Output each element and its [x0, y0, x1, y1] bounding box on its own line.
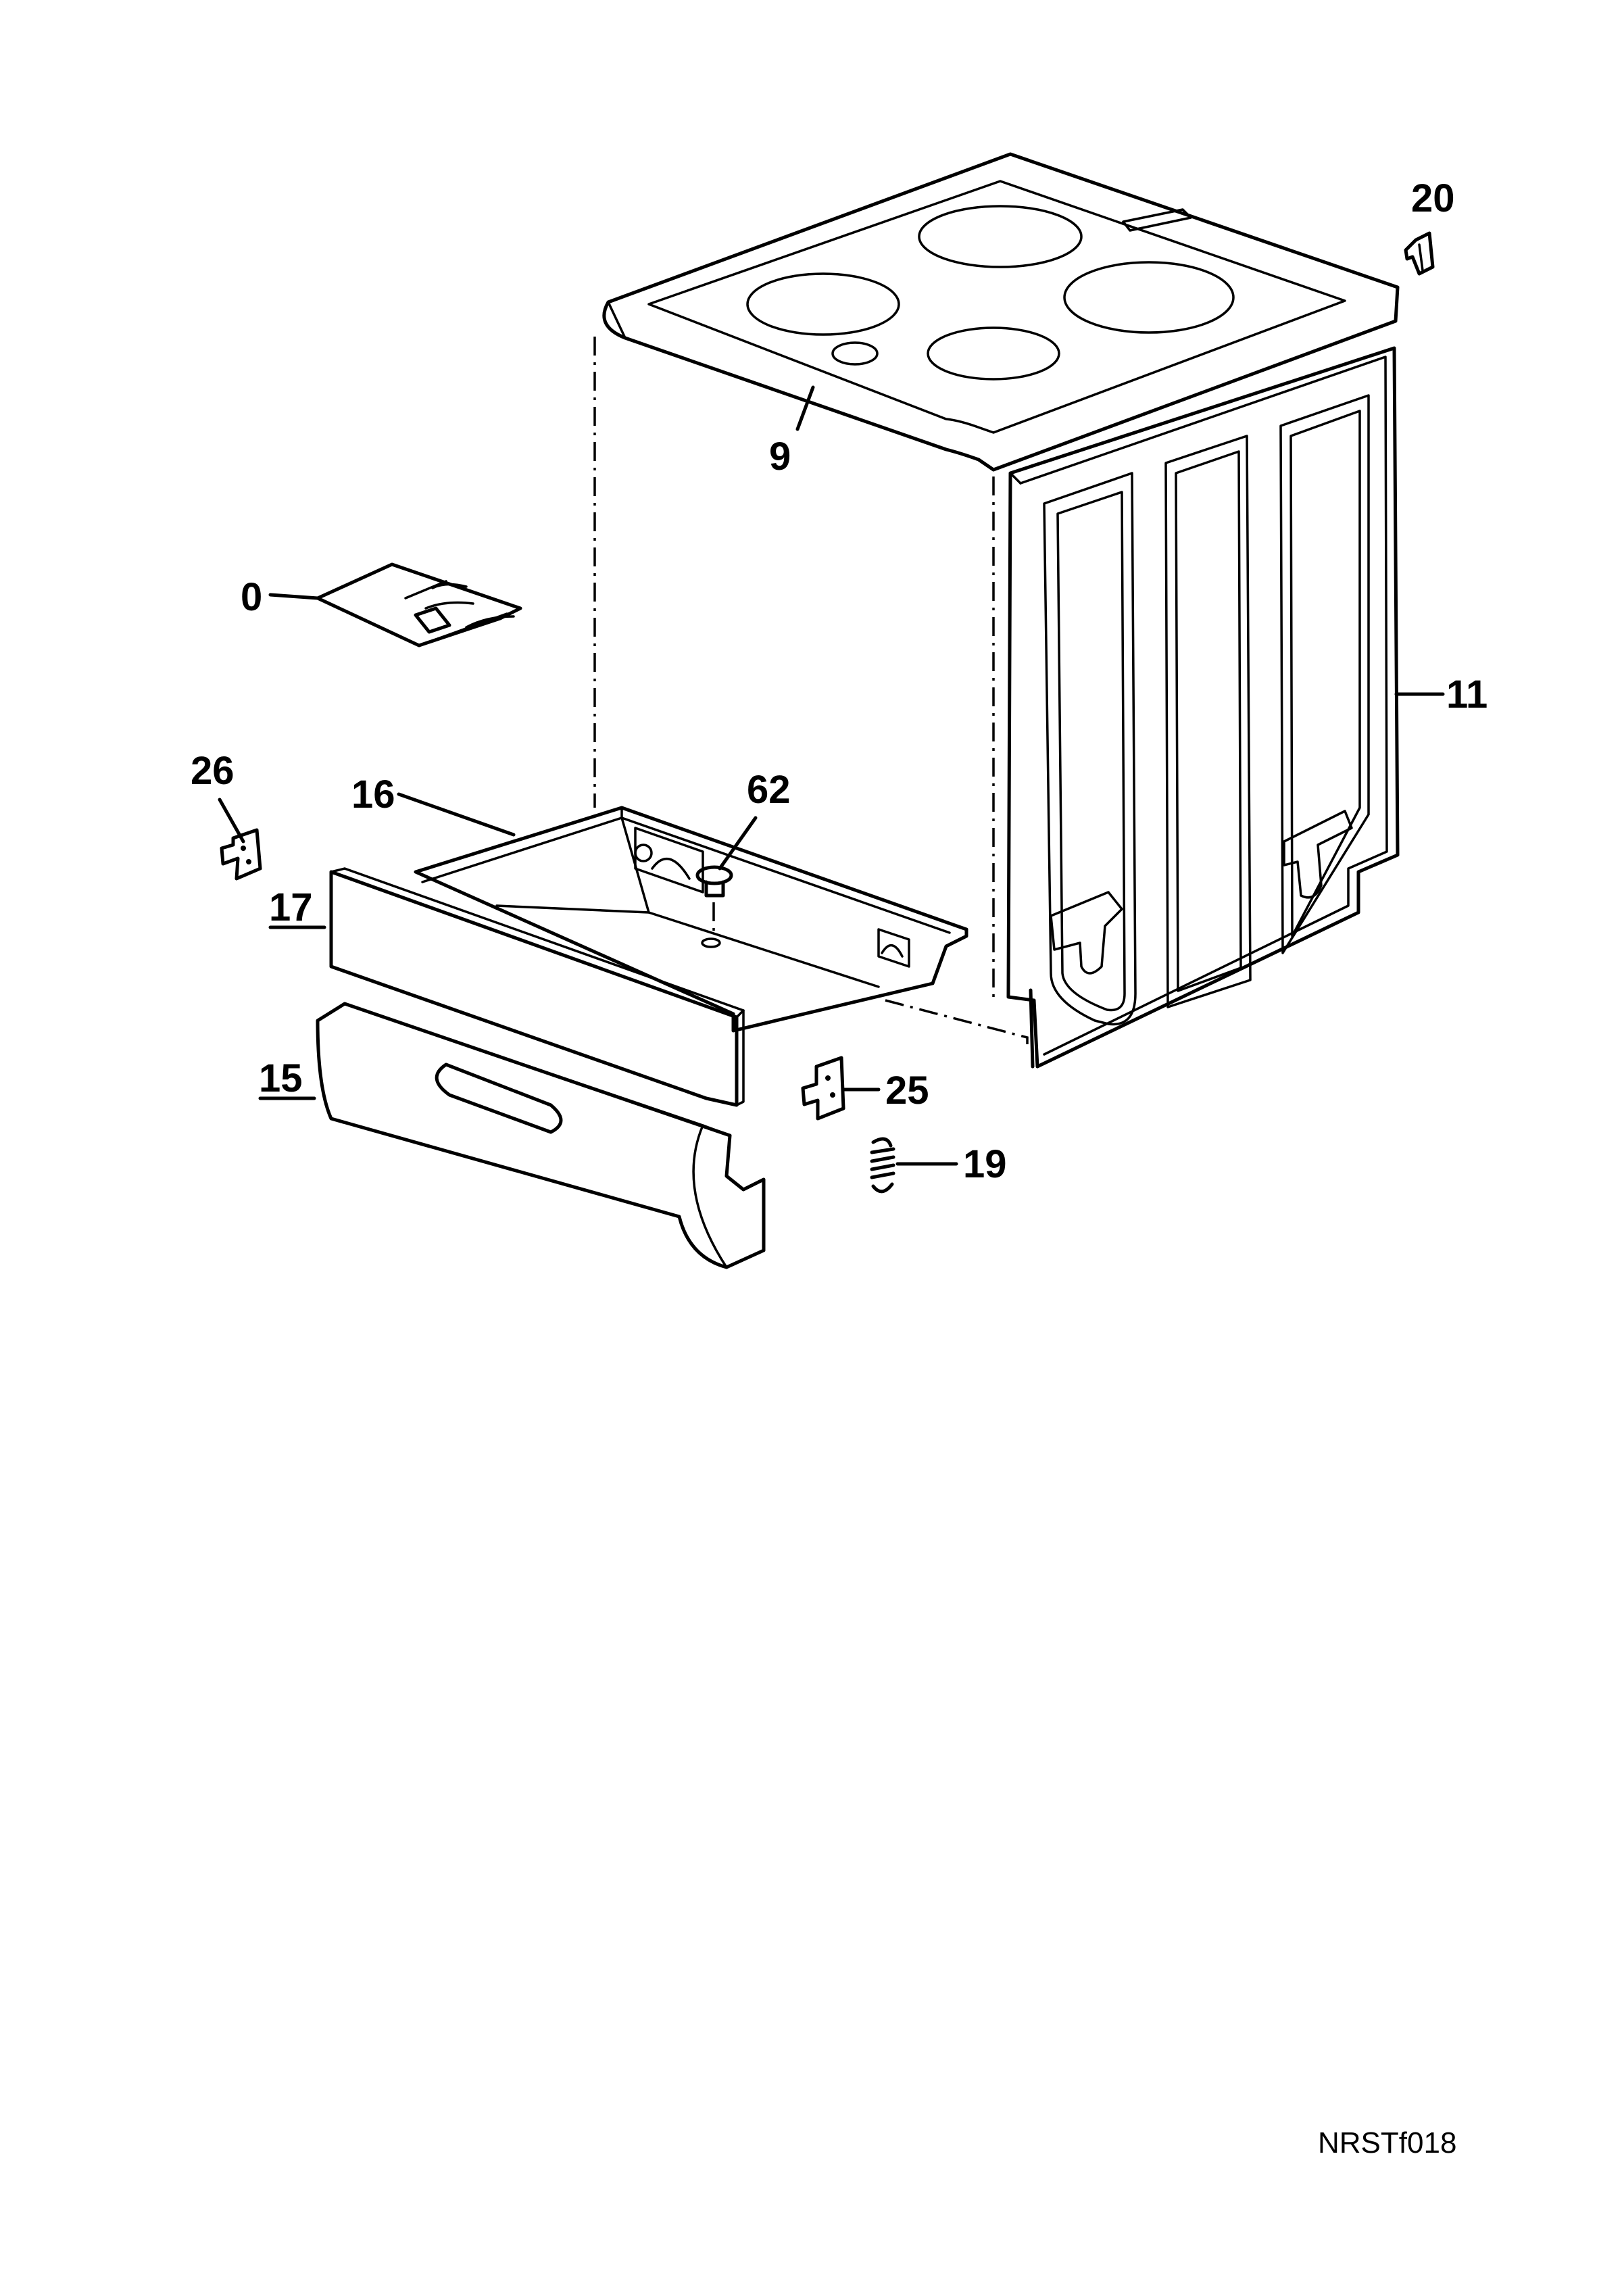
callout-19: 19: [963, 1142, 1007, 1186]
manual-figure-icon: [414, 606, 451, 634]
drawer-panel-part: [316, 1002, 766, 1269]
hotplate-right-icon: [1063, 261, 1235, 334]
cabinet-outline: [593, 337, 1029, 1044]
leader-lines: [218, 385, 1445, 1166]
callout-9: 9: [769, 435, 791, 479]
callout-11: 11: [1446, 673, 1488, 716]
hotplate-left-icon: [746, 272, 900, 336]
manual-booklet-part: [316, 562, 522, 648]
side-panel-part: [1006, 346, 1400, 1069]
adjustable-foot-part: [695, 865, 733, 948]
hotplate-front-icon: [927, 326, 1060, 381]
bracket-20-part: [1404, 231, 1435, 276]
hob-top-part: [602, 152, 1400, 472]
drawer-handle-icon: [435, 1062, 563, 1134]
drawer-front-part: [329, 867, 745, 1107]
callout-labels: 20 9 0 11 26 16 62 17 15 25 19: [191, 176, 1488, 1186]
callout-20: 20: [1411, 176, 1455, 220]
callout-25: 25: [885, 1069, 929, 1113]
callout-62: 62: [747, 768, 791, 812]
drawing-code: NRSTf018: [1318, 2126, 1456, 2159]
bracket-26-part: [220, 828, 262, 881]
spring-19-part: [870, 1137, 895, 1194]
hotplate-back-icon: [918, 205, 1083, 268]
callout-26: 26: [191, 749, 235, 793]
callout-17: 17: [269, 885, 313, 929]
callout-0: 0: [241, 575, 262, 619]
indicator-light-icon: [831, 341, 879, 366]
callout-15: 15: [259, 1056, 303, 1100]
drawer-tray-part: [414, 806, 968, 1033]
bracket-25-part: [801, 1056, 845, 1121]
callout-16: 16: [351, 773, 395, 816]
vent-slot-icon: [1122, 208, 1192, 232]
